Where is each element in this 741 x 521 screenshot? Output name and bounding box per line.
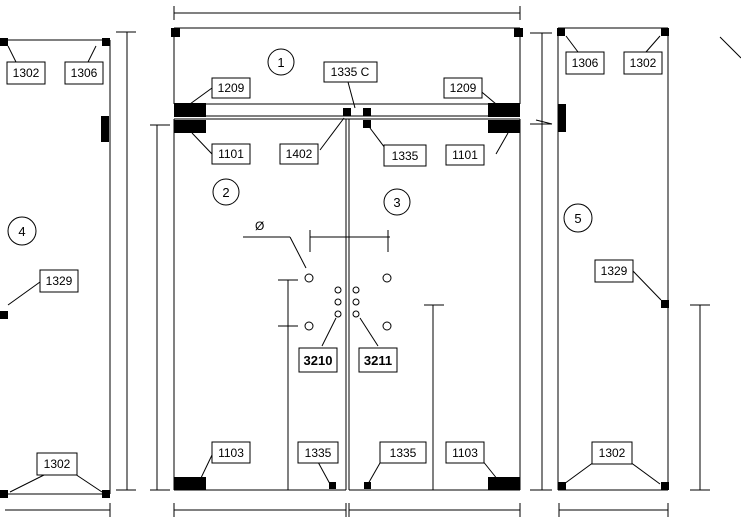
label-right-side-top-b: 1302 [623,51,663,75]
svg-text:1306: 1306 [572,56,599,70]
svg-text:1302: 1302 [630,56,657,70]
svg-text:1209: 1209 [218,81,245,95]
top-dimension-line [173,6,521,20]
label-left-side-bottom: 1302 [36,452,78,476]
label-right-side-top-a: 1306 [565,51,605,75]
svg-text:1302: 1302 [44,457,71,471]
svg-text:1103: 1103 [452,446,478,460]
label-right-side-mid: 1329 [594,259,634,283]
label-right-door-bottom-patch: 1103 [445,441,485,464]
svg-text:1335: 1335 [305,446,332,460]
panel-number-5-text: 5 [574,211,581,226]
label-top-left-clamp: 1209 [211,77,251,99]
left-door-height-dimension [150,124,170,491]
svg-text:1329: 1329 [46,274,73,288]
label-left-side-top-a: 1302 [6,61,46,85]
svg-text:1402: 1402 [286,147,313,161]
door-frame [173,118,521,491]
label-right-side-bottom: 1302 [591,441,633,465]
label-right-door-bottom-1335: 1335 [379,441,427,464]
svg-text:1329: 1329 [601,264,628,278]
panel-number-4: 4 [7,216,37,246]
right-sidelight-panel [530,27,741,491]
svg-text:1335 C: 1335 C [331,65,370,79]
left-sidelight-panel [0,31,136,498]
svg-text:1103: 1103 [218,446,244,460]
svg-text:1209: 1209 [450,81,477,95]
label-left-door-top-patch: 1101 [211,143,251,165]
label-left-door-bottom-1335: 1335 [297,441,339,464]
leader-lines [7,35,662,493]
panel-number-1: 1 [267,48,295,76]
label-left-door-bottom-patch: 1103 [211,441,251,464]
svg-text:1302: 1302 [13,66,40,80]
diameter-symbol: Ø [255,219,264,233]
svg-text:3210: 3210 [304,353,333,368]
label-top-right-clamp: 1209 [443,77,483,99]
svg-text:1306: 1306 [71,66,98,80]
label-left-handle: 3210 [298,347,338,373]
svg-text:1335: 1335 [392,149,419,163]
svg-text:3211: 3211 [364,353,392,368]
bottom-dimension-lines [5,503,669,517]
top-transom-panel [171,27,523,117]
panel-number-2: 2 [212,178,240,206]
label-right-door-top-patch: 1101 [445,144,485,166]
label-left-side-mid: 1329 [39,269,79,293]
panel-number-4-text: 4 [18,224,25,239]
panel-number-1-text: 1 [277,55,284,70]
panel-number-3: 3 [383,188,411,216]
label-center-1335: 1335 [383,144,427,167]
label-top-center-connector: 1335 C [323,61,378,83]
svg-text:1335: 1335 [390,446,417,460]
panel-number-3-text: 3 [393,195,400,210]
svg-text:1101: 1101 [452,148,478,162]
svg-text:1101: 1101 [218,147,244,161]
panel-number-2-text: 2 [222,185,229,200]
label-left-side-top-b: 1306 [64,61,104,85]
svg-text:1302: 1302 [599,446,626,460]
handle-holes [243,230,444,490]
label-right-handle: 3211 [358,347,398,373]
label-center-1402: 1402 [279,143,319,165]
panel-number-5: 5 [563,203,593,233]
